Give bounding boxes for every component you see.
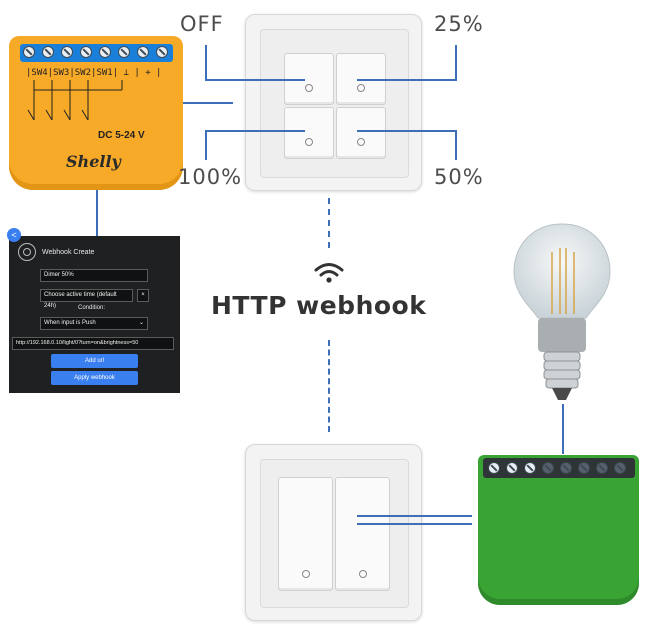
screw-icon xyxy=(578,462,590,474)
apply-webhook-button[interactable]: Apply webhook xyxy=(51,371,138,385)
dashed-connector xyxy=(328,198,330,248)
screw-icon xyxy=(488,462,500,474)
connector-line xyxy=(96,190,98,236)
terminal-block xyxy=(483,458,635,478)
webhook-panel xyxy=(9,236,180,393)
headline: HTTP webhook xyxy=(211,291,426,320)
quad-switch-frame xyxy=(245,14,422,191)
connector-line xyxy=(562,404,564,454)
name-input[interactable]: Dimer 50% xyxy=(40,269,148,282)
leader-line xyxy=(205,79,305,81)
light-bulb-icon xyxy=(512,222,612,404)
switch-key-left[interactable] xyxy=(278,477,333,591)
screw-icon xyxy=(596,462,608,474)
leader-line xyxy=(357,79,457,81)
brand-logo: Shelly xyxy=(66,152,121,171)
switch-key-50[interactable] xyxy=(336,107,386,159)
label-25: 25% xyxy=(434,12,484,36)
screw-icon xyxy=(524,462,536,474)
dual-switch-frame xyxy=(245,444,422,621)
switch-key-right[interactable] xyxy=(335,477,390,591)
connector-line xyxy=(183,102,233,104)
terminal-block xyxy=(20,44,173,62)
leader-line xyxy=(357,130,457,132)
terminal-labels: |SW4|SW3|SW2|SW1| ⊥ | + | xyxy=(26,68,161,78)
connector-line xyxy=(357,515,472,517)
panel-title: Webhook Create xyxy=(42,249,94,256)
url-input[interactable]: http://192.168.0.10/light/0?turn=on&brig… xyxy=(12,337,174,350)
label-50: 50% xyxy=(434,165,484,189)
webhook-icon xyxy=(18,243,36,261)
leader-line xyxy=(205,130,207,160)
leader-line xyxy=(455,45,457,80)
screw-icon xyxy=(506,462,518,474)
leader-line xyxy=(205,45,207,80)
dashed-connector xyxy=(328,340,330,432)
chevron-down-icon: ⌄ xyxy=(139,318,144,329)
screw-icon xyxy=(23,46,35,58)
screw-icon xyxy=(560,462,572,474)
screw-icon xyxy=(156,46,168,58)
circuit-diagram xyxy=(26,80,146,128)
condition-label: Condition: xyxy=(78,305,105,311)
connector-line xyxy=(357,523,472,525)
screw-icon xyxy=(99,46,111,58)
screw-icon xyxy=(61,46,73,58)
screw-icon xyxy=(42,46,54,58)
screw-icon xyxy=(118,46,130,58)
label-off: OFF xyxy=(180,12,224,36)
switch-key-100[interactable] xyxy=(284,107,334,159)
screw-icon xyxy=(614,462,626,474)
condition-value: When input is Push xyxy=(44,320,96,326)
back-button[interactable]: < xyxy=(7,228,21,242)
add-url-button[interactable]: Add url xyxy=(51,354,138,368)
condition-select[interactable]: When input is Push ⌄ xyxy=(40,317,148,330)
screw-icon xyxy=(542,462,554,474)
leader-line xyxy=(205,130,305,132)
leader-line xyxy=(455,130,457,160)
active-time-select[interactable]: Choose active time (default 24h) xyxy=(40,289,133,302)
label-100: 100% xyxy=(178,165,242,189)
voltage-label: DC 5-24 V xyxy=(98,130,145,141)
clear-time-button[interactable]: × xyxy=(137,289,149,302)
screw-icon xyxy=(137,46,149,58)
wifi-icon xyxy=(313,261,345,285)
screw-icon xyxy=(80,46,92,58)
